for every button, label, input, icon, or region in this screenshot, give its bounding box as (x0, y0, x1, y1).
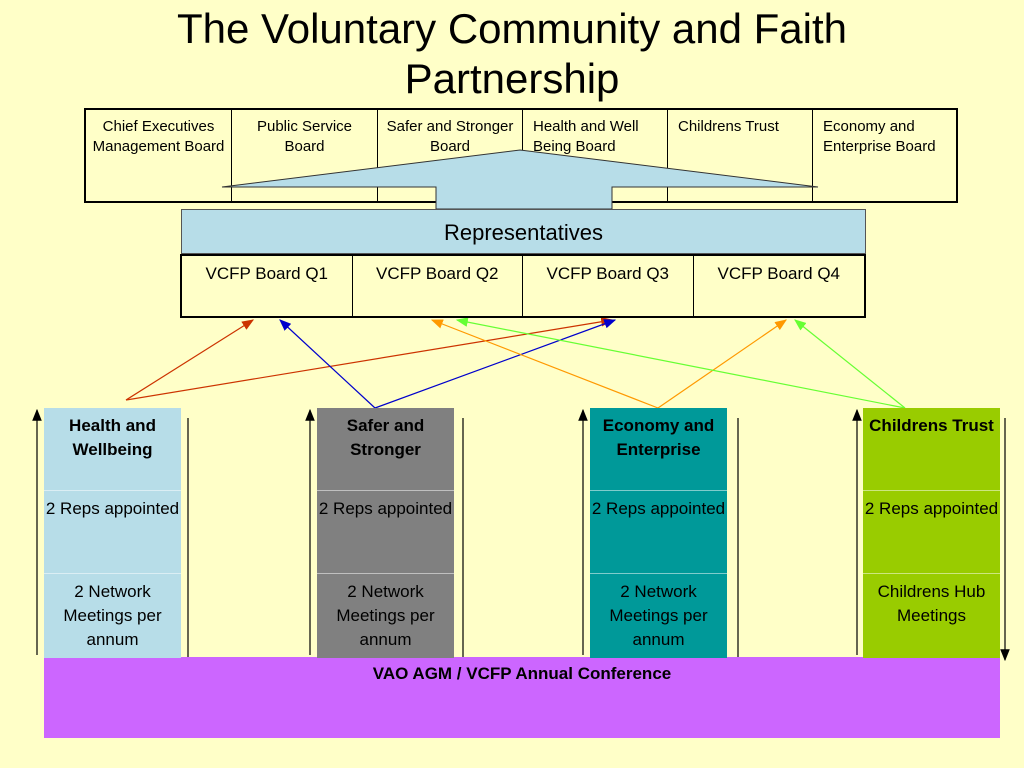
title-line-1: The Voluntary Community and Faith (177, 5, 847, 52)
column-meetings: 2 Network Meetings per annum (590, 573, 727, 658)
column-meetings: 2 Network Meetings per annum (44, 573, 181, 658)
agm-label: VAO AGM / VCFP Annual Conference (372, 664, 672, 683)
vcfp-board-q2: VCFP Board Q2 (353, 256, 523, 316)
board-cell-safer-stronger: Safer and Stronger Board (378, 110, 523, 201)
health-wellbeing-arrows (125, 317, 614, 401)
board-cell-health-wellbeing: Health and Well Being Board (523, 110, 668, 201)
board-cell-chief-executives: Chief Executives Management Board (86, 110, 232, 201)
economy-enterprise-arrows (430, 319, 787, 409)
representatives-banner: Representatives (181, 209, 866, 254)
partnership-boards-table: Chief Executives Management Board Public… (84, 108, 958, 203)
vcfp-board-q1: VCFP Board Q1 (182, 256, 353, 316)
column-meetings: Childrens Hub Meetings (863, 573, 1000, 658)
column-childrens-trust: Childrens Trust 2 Reps appointed Childre… (863, 408, 1000, 658)
page-title: The Voluntary Community and Faith Partne… (0, 4, 1024, 104)
column-reps: 2 Reps appointed (44, 490, 181, 573)
board-cell-childrens-trust: Childrens Trust (668, 110, 813, 201)
safer-stronger-arrows (279, 319, 617, 409)
board-cell-economy-enterprise: Economy and Enterprise Board (823, 118, 936, 155)
column-economy-enterprise: Economy and Enterprise 2 Reps appointed … (590, 408, 727, 658)
agm-conference-band: VAO AGM / VCFP Annual Conference (44, 657, 1000, 738)
column-reps: 2 Reps appointed (317, 490, 454, 573)
column-reps: 2 Reps appointed (863, 490, 1000, 573)
column-heading: Economy and Enterprise (602, 416, 715, 459)
column-safer-stronger: Safer and Stronger 2 Reps appointed 2 Ne… (317, 408, 454, 658)
vcfp-boards-row: VCFP Board Q1 VCFP Board Q2 VCFP Board Q… (180, 254, 866, 318)
childrens-trust-arrows (455, 317, 906, 409)
board-cell-public-service: Public Service Board (232, 110, 378, 201)
vcfp-board-q3: VCFP Board Q3 (523, 256, 694, 316)
vertical-flow-arrows (32, 408, 1010, 678)
column-health-wellbeing: Health and Wellbeing 2 Reps appointed 2 … (44, 408, 181, 658)
column-heading: Childrens Trust (869, 416, 994, 435)
column-heading: Health and Wellbeing (69, 416, 156, 459)
vcfp-board-q4: VCFP Board Q4 (717, 264, 841, 283)
column-reps: 2 Reps appointed (590, 490, 727, 573)
column-meetings: 2 Network Meetings per annum (317, 573, 454, 658)
column-heading: Safer and Stronger (346, 416, 425, 459)
title-line-2: Partnership (404, 55, 620, 102)
